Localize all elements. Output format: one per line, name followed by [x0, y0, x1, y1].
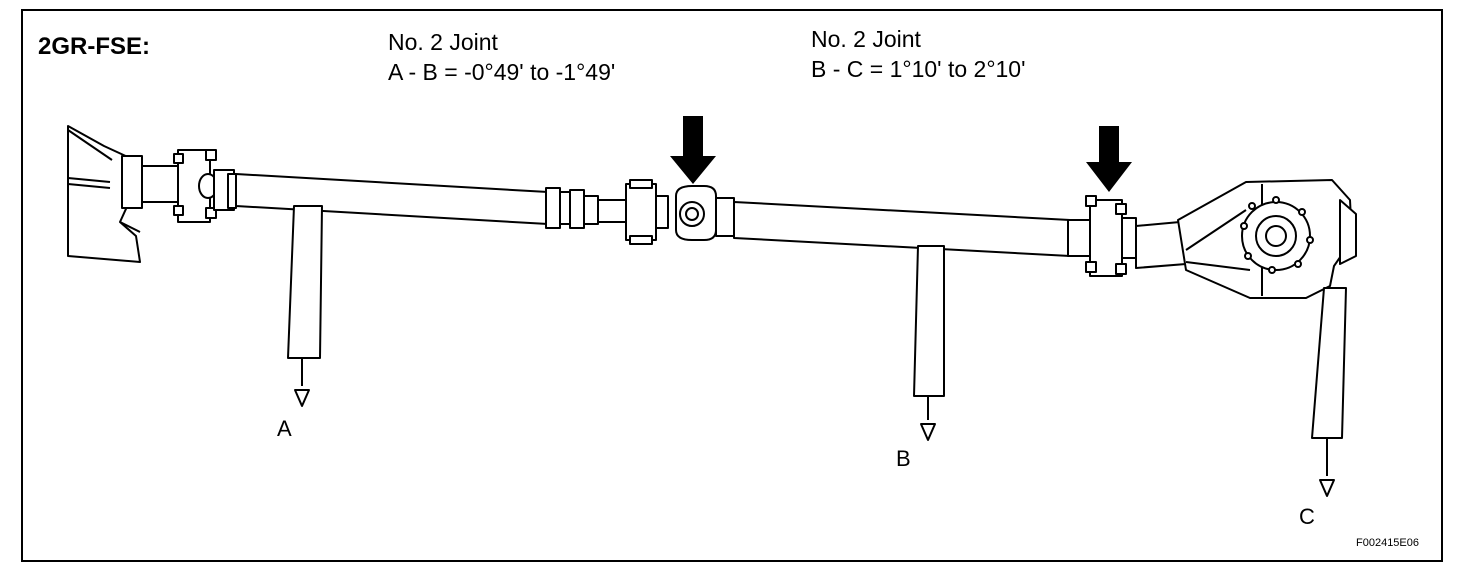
- joint-ab-title: No. 2 Joint: [388, 29, 498, 55]
- center-universal-joint: [675, 185, 735, 241]
- arrow-rear-joint-icon: [1086, 126, 1132, 192]
- angle-gauge-c: [1311, 287, 1347, 497]
- joint-ab-caption: No. 2 Joint A - B = -0°49' to -1°49': [388, 27, 615, 87]
- differential-housing: [1135, 179, 1357, 299]
- slip-yoke: [545, 187, 627, 229]
- rear-shaft-collar: [1067, 219, 1091, 257]
- center-joint-flange: [625, 179, 669, 245]
- point-b-label: B: [896, 446, 911, 471]
- arrow-center-joint-icon: [670, 116, 716, 184]
- point-a-label: A: [277, 416, 292, 441]
- front-universal-joint: [213, 169, 237, 211]
- front-flange: [121, 149, 218, 223]
- front-shaft-tube: [235, 173, 549, 225]
- engine-label: 2GR-FSE:: [38, 33, 151, 60]
- joint-bc-spec: B - C = 1°10' to 2°10': [811, 56, 1026, 82]
- figure-code: F002415E06: [1356, 537, 1419, 549]
- angle-gauge-b: [913, 245, 945, 441]
- rear-flange: [1085, 195, 1137, 277]
- joint-bc-caption: No. 2 Joint B - C = 1°10' to 2°10': [811, 24, 1026, 84]
- point-c-label: C: [1299, 504, 1315, 529]
- rear-shaft-tube: [733, 201, 1071, 257]
- joint-ab-spec: A - B = -0°49' to -1°49': [388, 59, 616, 85]
- diagram-frame: [21, 9, 1443, 562]
- joint-bc-title: No. 2 Joint: [811, 26, 921, 52]
- angle-gauge-a: [287, 205, 323, 407]
